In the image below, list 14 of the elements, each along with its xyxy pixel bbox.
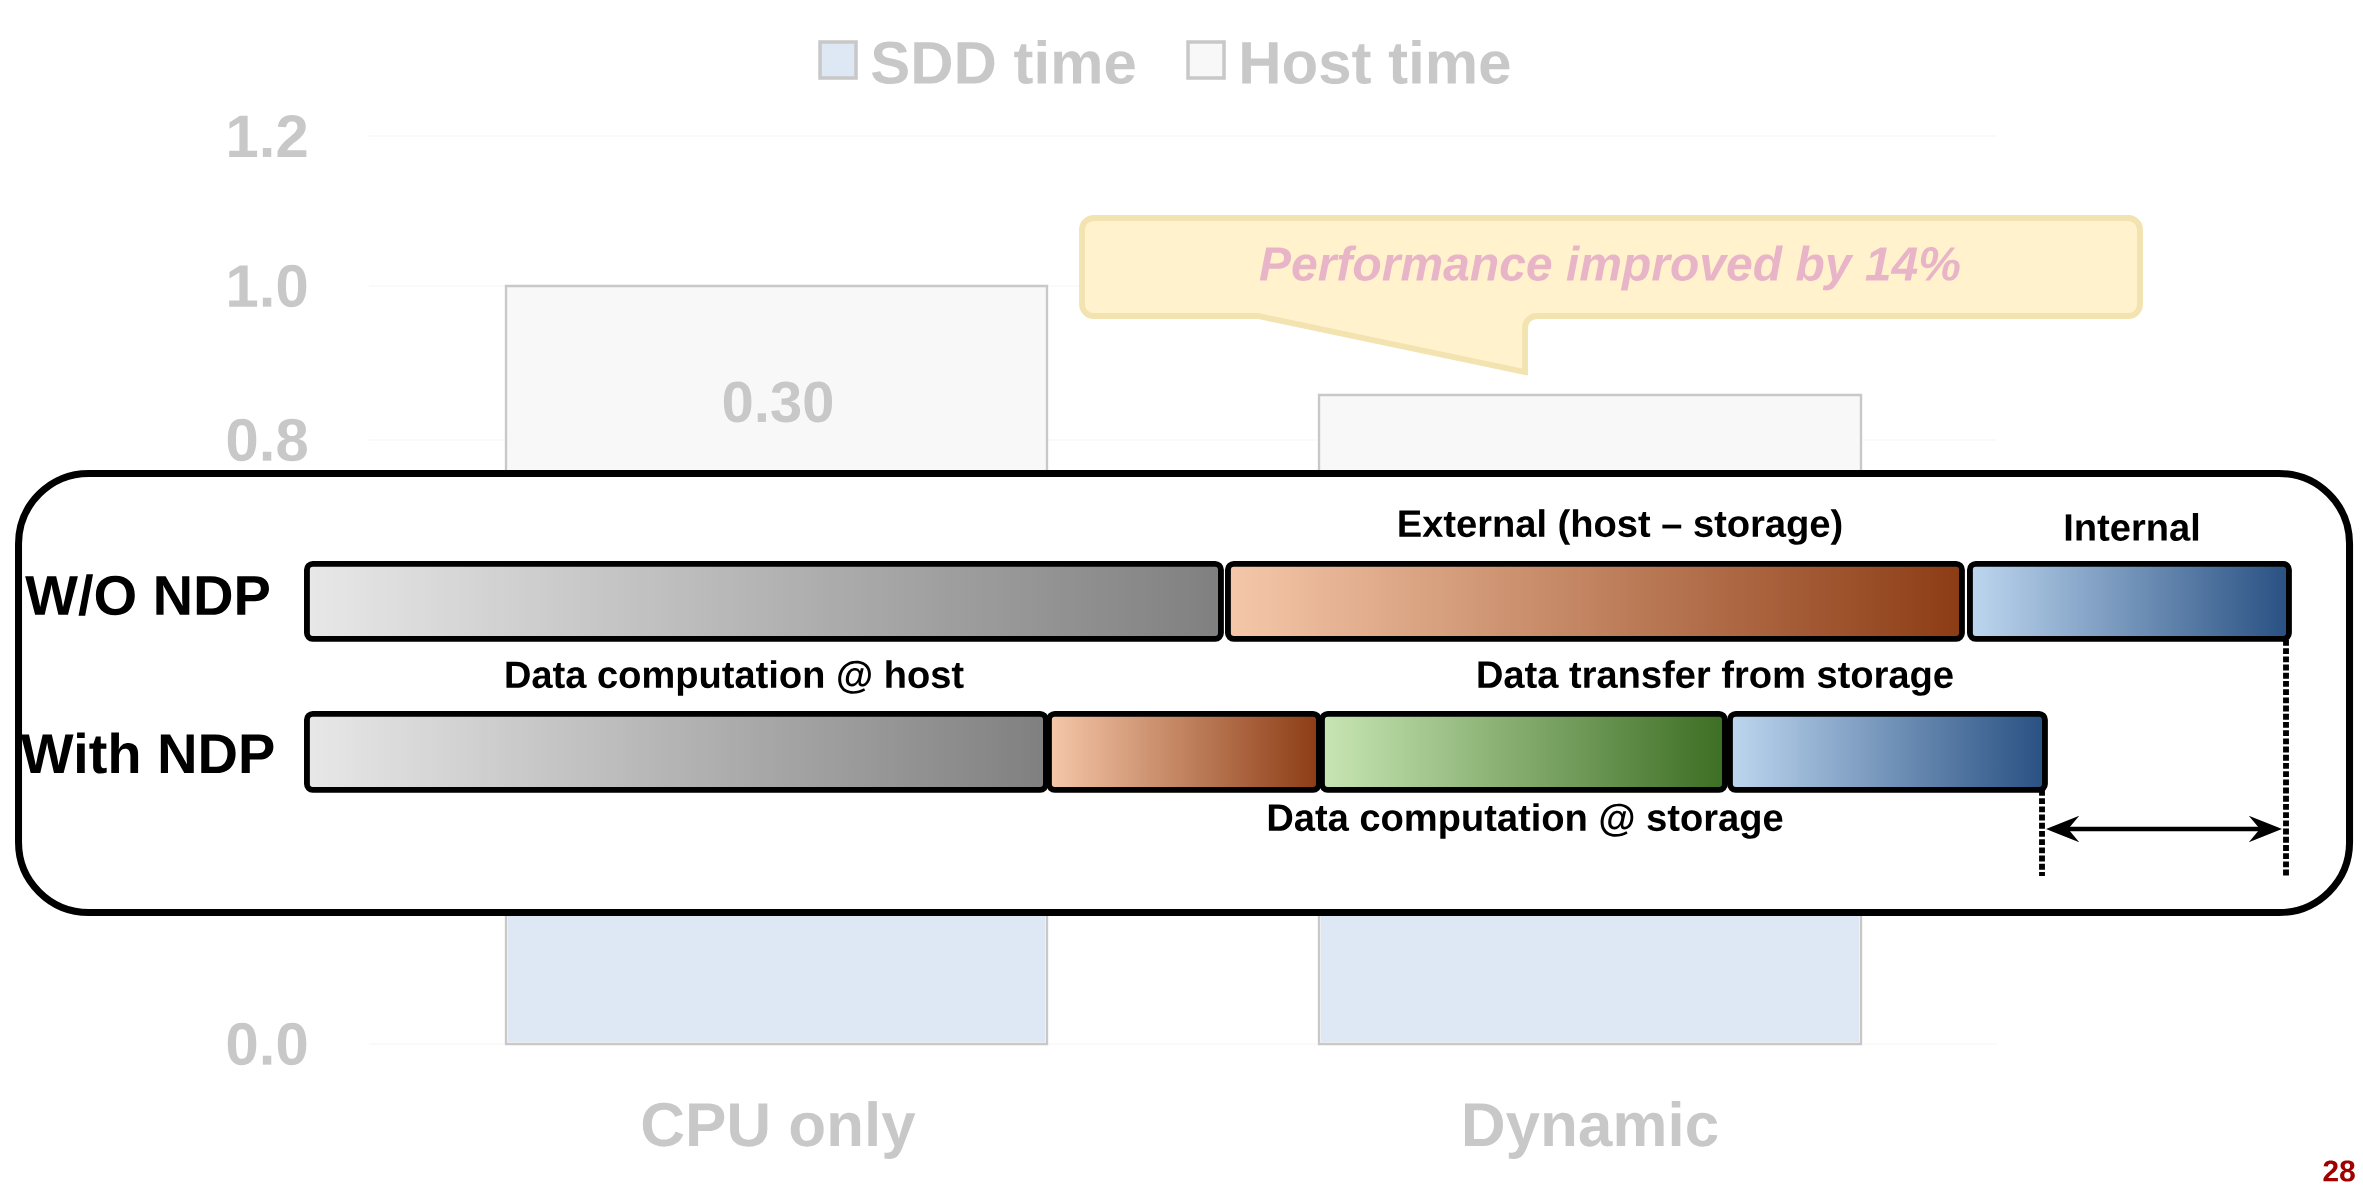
row-label: W/O NDP (25, 574, 269, 616)
segment-label: Internal (2065, 513, 2199, 541)
speech-bubble: Performance improved by 14% (1079, 215, 2143, 375)
segment-label: Data computation @ host (506, 660, 964, 696)
bar-segment (304, 561, 1224, 642)
bar-segment (1319, 711, 1728, 793)
segment-label: Data computation @ storage (1268, 803, 1783, 839)
segment-label: Data transfer from storage (1478, 660, 1953, 696)
row-label: With NDP (20, 732, 274, 774)
bar-segment (1967, 561, 2292, 642)
page-number: 28 (2323, 1160, 2355, 1182)
bar-segment (1046, 711, 1322, 793)
bar-segment (1727, 711, 2048, 793)
bar-segment (1225, 561, 1965, 642)
